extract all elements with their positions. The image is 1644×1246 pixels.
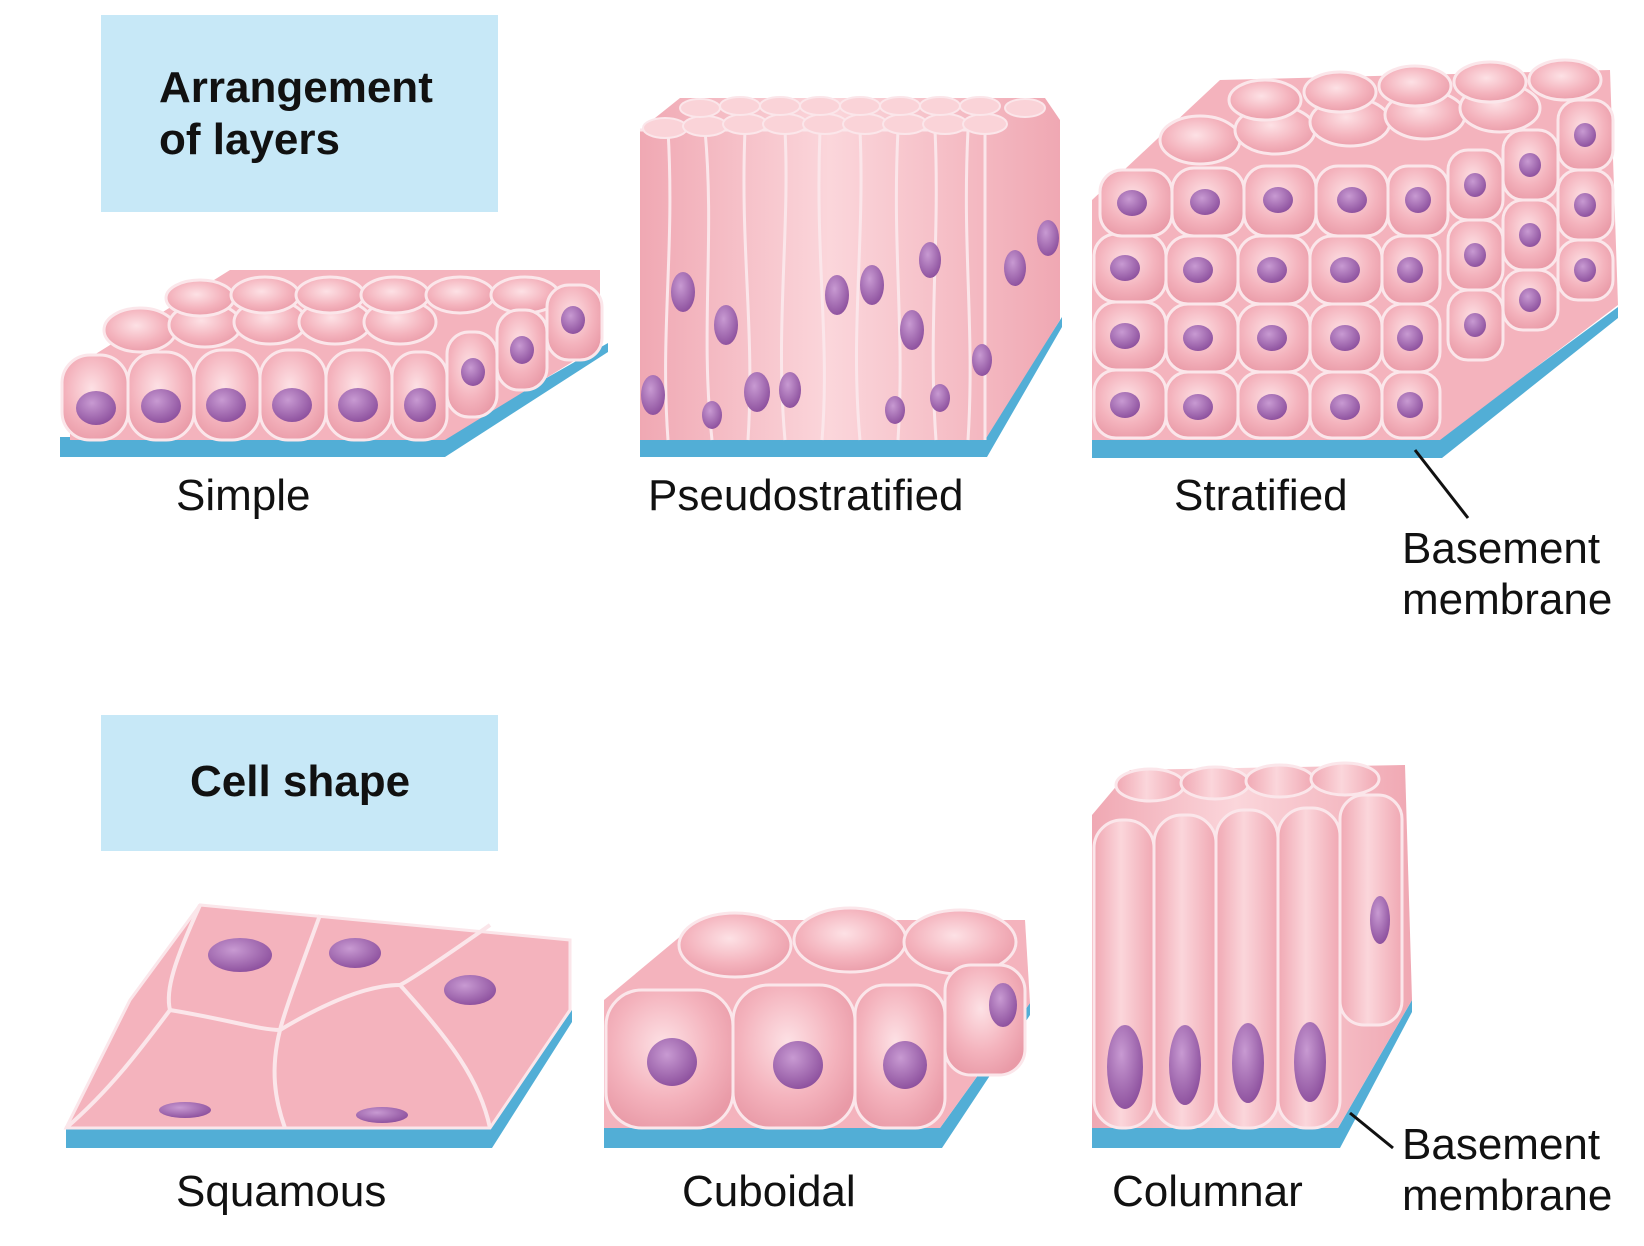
- label-basement-bottom-line2: membrane: [1402, 1171, 1613, 1220]
- label-basement-top-line2: membrane: [1402, 575, 1613, 624]
- label-stratified: Stratified: [1174, 471, 1348, 520]
- label-cuboidal: Cuboidal: [682, 1167, 856, 1216]
- columnar-nuclei: [1107, 896, 1390, 1109]
- squamous-nuclei: [159, 938, 496, 1123]
- arrangement-panel: Arrangement of layers: [101, 15, 498, 212]
- label-columnar: Columnar: [1112, 1167, 1303, 1216]
- label-simple: Simple: [176, 471, 311, 520]
- squamous-basement-membrane: [66, 1010, 572, 1148]
- squamous-cell-borders: [64, 904, 492, 1130]
- squamous-sheet: [63, 903, 572, 1130]
- simple-epithelium: [60, 270, 608, 457]
- basement-leader-line-bottom: [1349, 1111, 1394, 1150]
- columnar-epithelium: [1092, 761, 1412, 1150]
- stratified-nuclei: [1110, 123, 1596, 420]
- cell-shape-panel: Cell shape: [101, 715, 498, 851]
- simple-basement-membrane: [60, 343, 608, 457]
- cuboidal-nuclei: [647, 983, 1017, 1089]
- cuboidal-basement-membrane: [604, 1003, 1030, 1148]
- stratified-basement-membrane: [1092, 307, 1618, 458]
- columnar-basement-membrane: [1092, 1000, 1412, 1148]
- label-basement-bottom-line1: Basement: [1402, 1120, 1601, 1169]
- basement-leader-line-top: [1413, 449, 1470, 519]
- simple-nuclei: [76, 306, 585, 425]
- arrangement-title-line2: of layers: [159, 115, 340, 164]
- label-squamous: Squamous: [176, 1167, 387, 1216]
- stratified-epithelium: [1092, 58, 1618, 519]
- pseudostratified-apical-cells: [642, 96, 1046, 139]
- pseudostratified-epithelium: [640, 96, 1062, 457]
- label-pseudostratified: Pseudostratified: [648, 471, 964, 520]
- arrangement-title-line1: Arrangement: [159, 63, 433, 112]
- pseudostratified-block: [640, 98, 1060, 440]
- cuboidal-epithelium: [604, 906, 1030, 1148]
- cell-shape-title: Cell shape: [190, 757, 411, 806]
- label-basement-top-line1: Basement: [1402, 524, 1601, 573]
- simple-cells: [60, 275, 604, 442]
- pseudostratified-nuclei: [641, 220, 1059, 429]
- squamous-epithelium: [63, 903, 572, 1148]
- pseudostratified-basement-membrane: [640, 317, 1062, 457]
